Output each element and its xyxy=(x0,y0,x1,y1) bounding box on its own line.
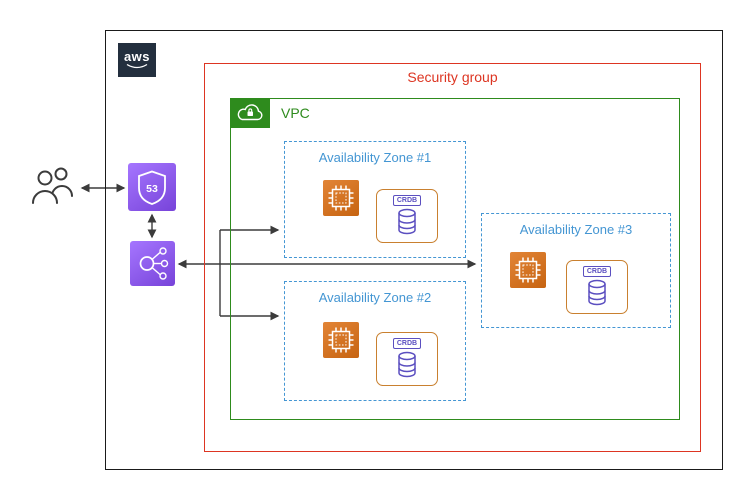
crdb-node-label: CRDB xyxy=(392,338,422,349)
vpc-boundary: VPC Availability Zone #1 CRDB xyxy=(230,98,680,420)
users-icon xyxy=(30,162,78,214)
route53-icon: 53 xyxy=(128,163,176,211)
aws-logo: aws xyxy=(118,43,156,77)
availability-zone-1-label: Availability Zone #1 xyxy=(318,150,432,165)
elastic-load-balancing-icon xyxy=(130,241,175,286)
aws-logo-label: aws xyxy=(123,48,151,64)
route53-label: 53 xyxy=(146,183,158,195)
security-group-boundary: Security group VPC Availability Zone #1 xyxy=(204,63,701,452)
aws-swoosh-icon xyxy=(126,63,148,68)
database-icon xyxy=(398,208,416,235)
crdb-node-label: CRDB xyxy=(392,195,422,206)
availability-zone-3: Availability Zone #3 CRDB xyxy=(481,213,671,328)
database-icon xyxy=(398,351,416,378)
availability-zone-1: Availability Zone #1 CRDB xyxy=(284,141,466,258)
availability-zone-2-label: Availability Zone #2 xyxy=(318,290,432,305)
crdb-node: CRDB xyxy=(566,260,628,314)
crdb-node: CRDB xyxy=(376,189,438,243)
database-icon xyxy=(588,279,606,306)
availability-zone-2: Availability Zone #2 CRDB xyxy=(284,281,466,401)
crdb-node-label: CRDB xyxy=(582,266,612,277)
lock-icon xyxy=(247,111,253,116)
vpc-icon xyxy=(230,98,270,128)
aws-cloud-boundary: aws Security group VPC A xyxy=(105,30,723,470)
ec2-instance-icon xyxy=(323,322,359,358)
vpc-label: VPC xyxy=(281,105,310,121)
security-group-label: Security group xyxy=(407,69,498,85)
availability-zone-3-label: Availability Zone #3 xyxy=(519,222,633,237)
crdb-node: CRDB xyxy=(376,332,438,386)
ec2-instance-icon xyxy=(323,180,359,216)
ec2-instance-icon xyxy=(510,252,546,288)
